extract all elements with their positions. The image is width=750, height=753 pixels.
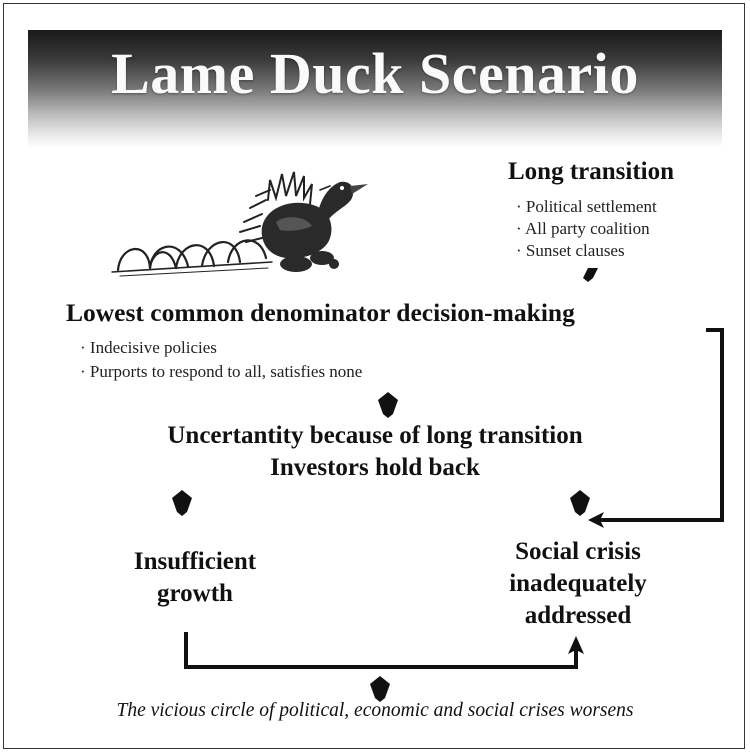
trail-loop	[174, 244, 216, 270]
arrowhead-down	[370, 676, 390, 702]
decision-making-bullet: · Indecisive policies	[80, 338, 217, 357]
arrowhead-down	[172, 490, 192, 516]
arrowhead-down	[378, 392, 398, 418]
social-line: Social crisis	[515, 538, 641, 565]
arrowhead-up	[568, 636, 584, 654]
long-transition-bullet: · Sunset clauses	[516, 241, 625, 260]
insufficient-growth-block: Insufficient growth	[110, 546, 280, 610]
arrowhead-down	[583, 268, 598, 282]
long-transition-bullet: · All party coalition	[516, 219, 650, 238]
trail-loop	[148, 245, 190, 270]
trail-loop	[200, 241, 242, 268]
arrowhead-down	[570, 490, 590, 516]
vicious-circle-caption: The vicious circle of political, economi…	[116, 700, 634, 721]
growth-line: Insufficient	[133, 548, 257, 575]
decision-making-bullet: · Purports to respond to all, satisfies …	[80, 362, 363, 381]
social-line: addressed	[524, 602, 632, 629]
trail-loop	[226, 239, 268, 264]
arrowhead-left	[588, 512, 604, 528]
right-bracket-connector	[600, 328, 724, 522]
investors-line: Investors hold back	[270, 454, 480, 481]
uncertainty-block: Uncertantity because of long transition …	[100, 420, 650, 484]
title-banner	[28, 30, 722, 148]
long-transition-heading: Long transition	[508, 158, 675, 185]
uncertainty-line: Uncertantity because of long transition	[167, 422, 583, 449]
growth-line: growth	[157, 580, 233, 607]
bottom-loop-connector	[184, 632, 578, 669]
social-line: inadequately	[509, 570, 647, 597]
slide-title: Lame Duck Scenario	[111, 41, 639, 106]
social-crisis-block: Social crisis inadequately addressed	[478, 536, 678, 632]
decision-making-heading: Lowest common denominator decision-makin…	[66, 298, 575, 327]
long-transition-bullet: · Political settlement	[516, 197, 657, 216]
